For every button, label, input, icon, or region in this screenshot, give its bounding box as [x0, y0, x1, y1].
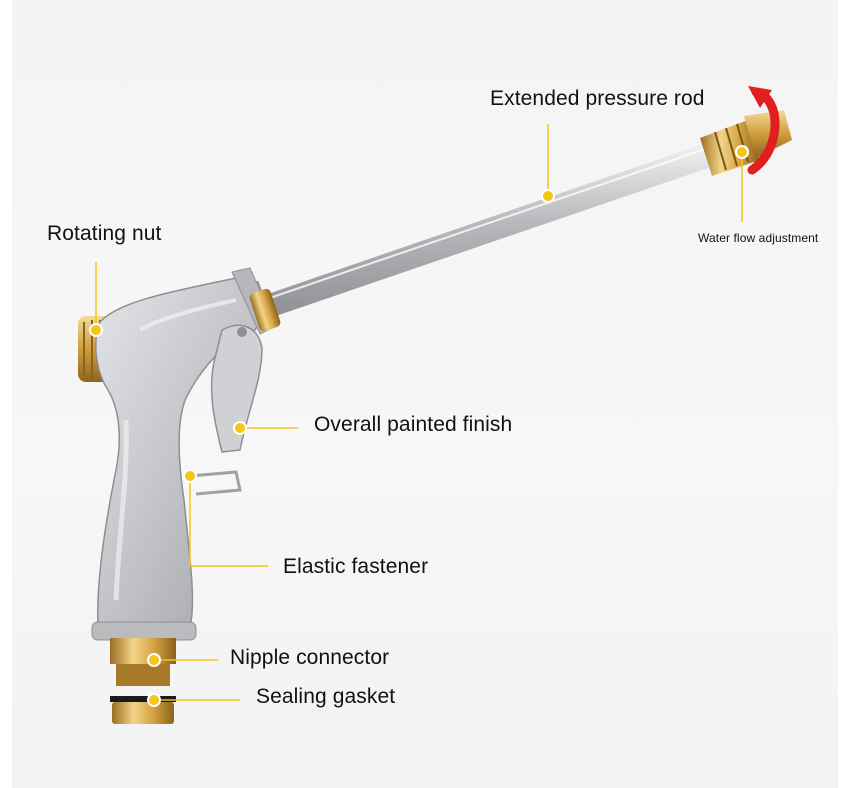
gun-body: [95, 267, 281, 629]
label-overall-painted-finish: Overall painted finish: [314, 413, 513, 436]
label-sealing-gasket: Sealing gasket: [256, 685, 396, 708]
rotation-arrow-icon: [747, 86, 780, 175]
label-nipple-connector: Nipple connector: [230, 646, 390, 669]
label-rotating-nut: Rotating nut: [47, 222, 162, 245]
label-extended-pressure-rod: Extended pressure rod: [490, 87, 705, 110]
callout-lines: [95, 124, 743, 701]
trigger-lever: [210, 324, 263, 453]
label-elastic-fastener: Elastic fastener: [283, 555, 429, 578]
elastic-fastener: [189, 470, 242, 496]
pressure-rod: [262, 143, 714, 318]
nipple-connector: [91, 621, 197, 724]
label-water-flow-adjustment: Water flow adjustment: [698, 231, 819, 245]
callout-dots: [89, 145, 749, 707]
